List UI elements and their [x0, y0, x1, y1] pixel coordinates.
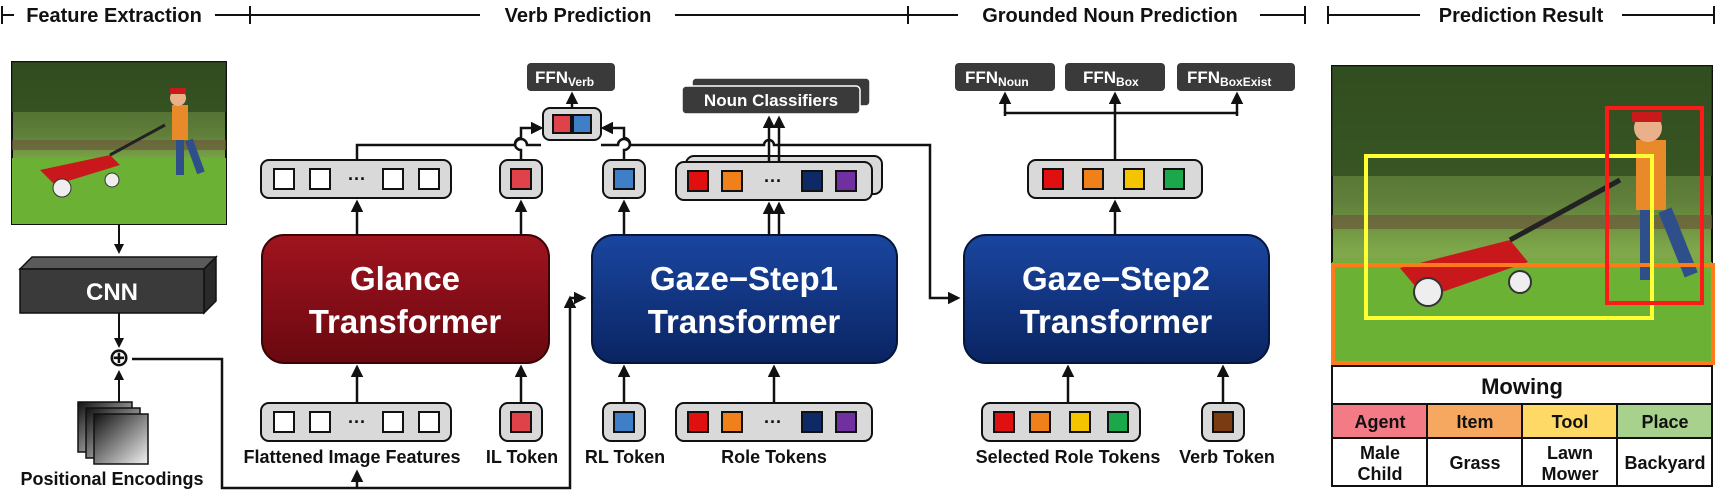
- value-agent-line1: Male: [1360, 443, 1400, 463]
- verb-token-input: [1201, 402, 1245, 442]
- il-token-input: [499, 402, 543, 442]
- section-title-feature-extraction: Feature Extraction: [26, 5, 202, 27]
- noun-classifiers-label: Noun Classifiers: [704, 91, 838, 110]
- value-item: Grass: [1449, 453, 1500, 473]
- header-item: Item: [1456, 412, 1493, 432]
- header-tool-bg: [1523, 405, 1617, 437]
- rl-token-label: RL Token: [585, 447, 665, 467]
- svg-text:FFNBox: FFNBox: [1083, 68, 1139, 89]
- ffn-noun-label: FFN: [965, 68, 998, 87]
- header-agent: Agent: [1355, 412, 1406, 432]
- ffn-noun-sub: Noun: [998, 75, 1029, 89]
- value-agent-line2: Child: [1358, 464, 1403, 484]
- section-title-grounded-noun-prediction: Grounded Noun Prediction: [982, 5, 1238, 27]
- value-tool-line1: Lawn: [1547, 443, 1593, 463]
- bbox-place: [1331, 263, 1715, 365]
- bbox-agent: [1605, 106, 1704, 305]
- flattened-image-features-label: Flattened Image Features: [243, 447, 460, 467]
- verb-token-label: Verb Token: [1179, 447, 1275, 467]
- rl-token-input: [602, 402, 646, 442]
- il-token-label: IL Token: [486, 447, 558, 467]
- gaze1-output-role-tokens: ···: [675, 155, 883, 201]
- glance-output-features: ···: [260, 159, 452, 199]
- selected-role-tokens-label: Selected Role Tokens: [976, 447, 1161, 467]
- cnn-label: CNN: [86, 279, 138, 306]
- ffn-verb-label: FFN: [535, 68, 568, 87]
- input-image: [11, 61, 227, 225]
- glance-transformer: Glance Transformer: [261, 234, 550, 364]
- gaze1-title-line2: Transformer: [648, 303, 841, 340]
- ellipsis: ···: [348, 412, 366, 432]
- role-tokens-label: Role Tokens: [721, 447, 827, 467]
- result-table: Mowing Agent Item Tool Place Male Child …: [1331, 365, 1713, 487]
- glance-title-line2: Transformer: [309, 303, 502, 340]
- add-icon: ⊕: [108, 342, 130, 372]
- section-title-prediction-result: Prediction Result: [1439, 5, 1604, 27]
- ffn-noun-block: FFNNoun: [955, 63, 1055, 91]
- header-item-bg: [1428, 405, 1522, 437]
- role-tokens-input: ···: [675, 402, 873, 442]
- ellipsis: ···: [348, 169, 366, 189]
- result-verb: Mowing: [1481, 374, 1563, 399]
- ffn-box-sub: Box: [1116, 75, 1139, 89]
- bbox-tool: [1364, 154, 1654, 320]
- ffn-boxexist-block: FFNBoxExist: [1177, 63, 1295, 91]
- value-tool-line2: Mower: [1541, 464, 1598, 484]
- gaze-step1-transformer: Gaze−Step1 Transformer: [591, 234, 898, 364]
- ellipsis: ···: [764, 412, 782, 432]
- ffn-box-block: FFNBox: [1065, 63, 1165, 91]
- ffn-verb-block: FFNVerb: [527, 63, 615, 91]
- header-tool: Tool: [1552, 412, 1589, 432]
- ellipsis: ···: [764, 171, 782, 191]
- header-place-bg: [1618, 405, 1711, 437]
- cnn-block: CNN: [18, 255, 218, 315]
- selected-role-tokens-input: [981, 402, 1141, 442]
- section-header-bar: [1, 6, 1715, 24]
- ffn-box-label: FFN: [1083, 68, 1116, 87]
- gaze1-title-line1: Gaze−Step1: [650, 260, 838, 297]
- noun-classifiers-block: Noun Classifiers: [681, 77, 871, 115]
- positional-encodings-label: Positional Encodings: [20, 469, 203, 489]
- ffn-boxexist-sub: BoxExist: [1220, 75, 1271, 89]
- gaze-step2-transformer: Gaze−Step2 Transformer: [963, 234, 1270, 364]
- svg-text:FFNBoxExist: FFNBoxExist: [1187, 68, 1271, 89]
- gaze2-output-role-tokens: [1027, 159, 1203, 199]
- ffn-verb-sub: Verb: [568, 75, 594, 89]
- header-agent-bg: [1333, 405, 1427, 437]
- gaze1-output-rl-token: [602, 159, 646, 199]
- value-place: Backyard: [1624, 453, 1705, 473]
- gaze2-title-line1: Gaze−Step2: [1022, 260, 1210, 297]
- glance-output-il-token: [499, 159, 543, 199]
- section-title-verb-prediction: Verb Prediction: [505, 5, 652, 27]
- ffn-boxexist-label: FFN: [1187, 68, 1220, 87]
- svg-text:FFNNoun: FFNNoun: [965, 68, 1029, 89]
- header-place: Place: [1641, 412, 1688, 432]
- glance-title-line1: Glance: [350, 260, 460, 297]
- svg-text:FFNVerb: FFNVerb: [535, 68, 594, 89]
- positional-encodings-stack: [77, 401, 149, 465]
- verb-aggregate-token: [542, 107, 602, 141]
- gaze2-title-line2: Transformer: [1020, 303, 1213, 340]
- flattened-image-features-input: ···: [260, 402, 452, 442]
